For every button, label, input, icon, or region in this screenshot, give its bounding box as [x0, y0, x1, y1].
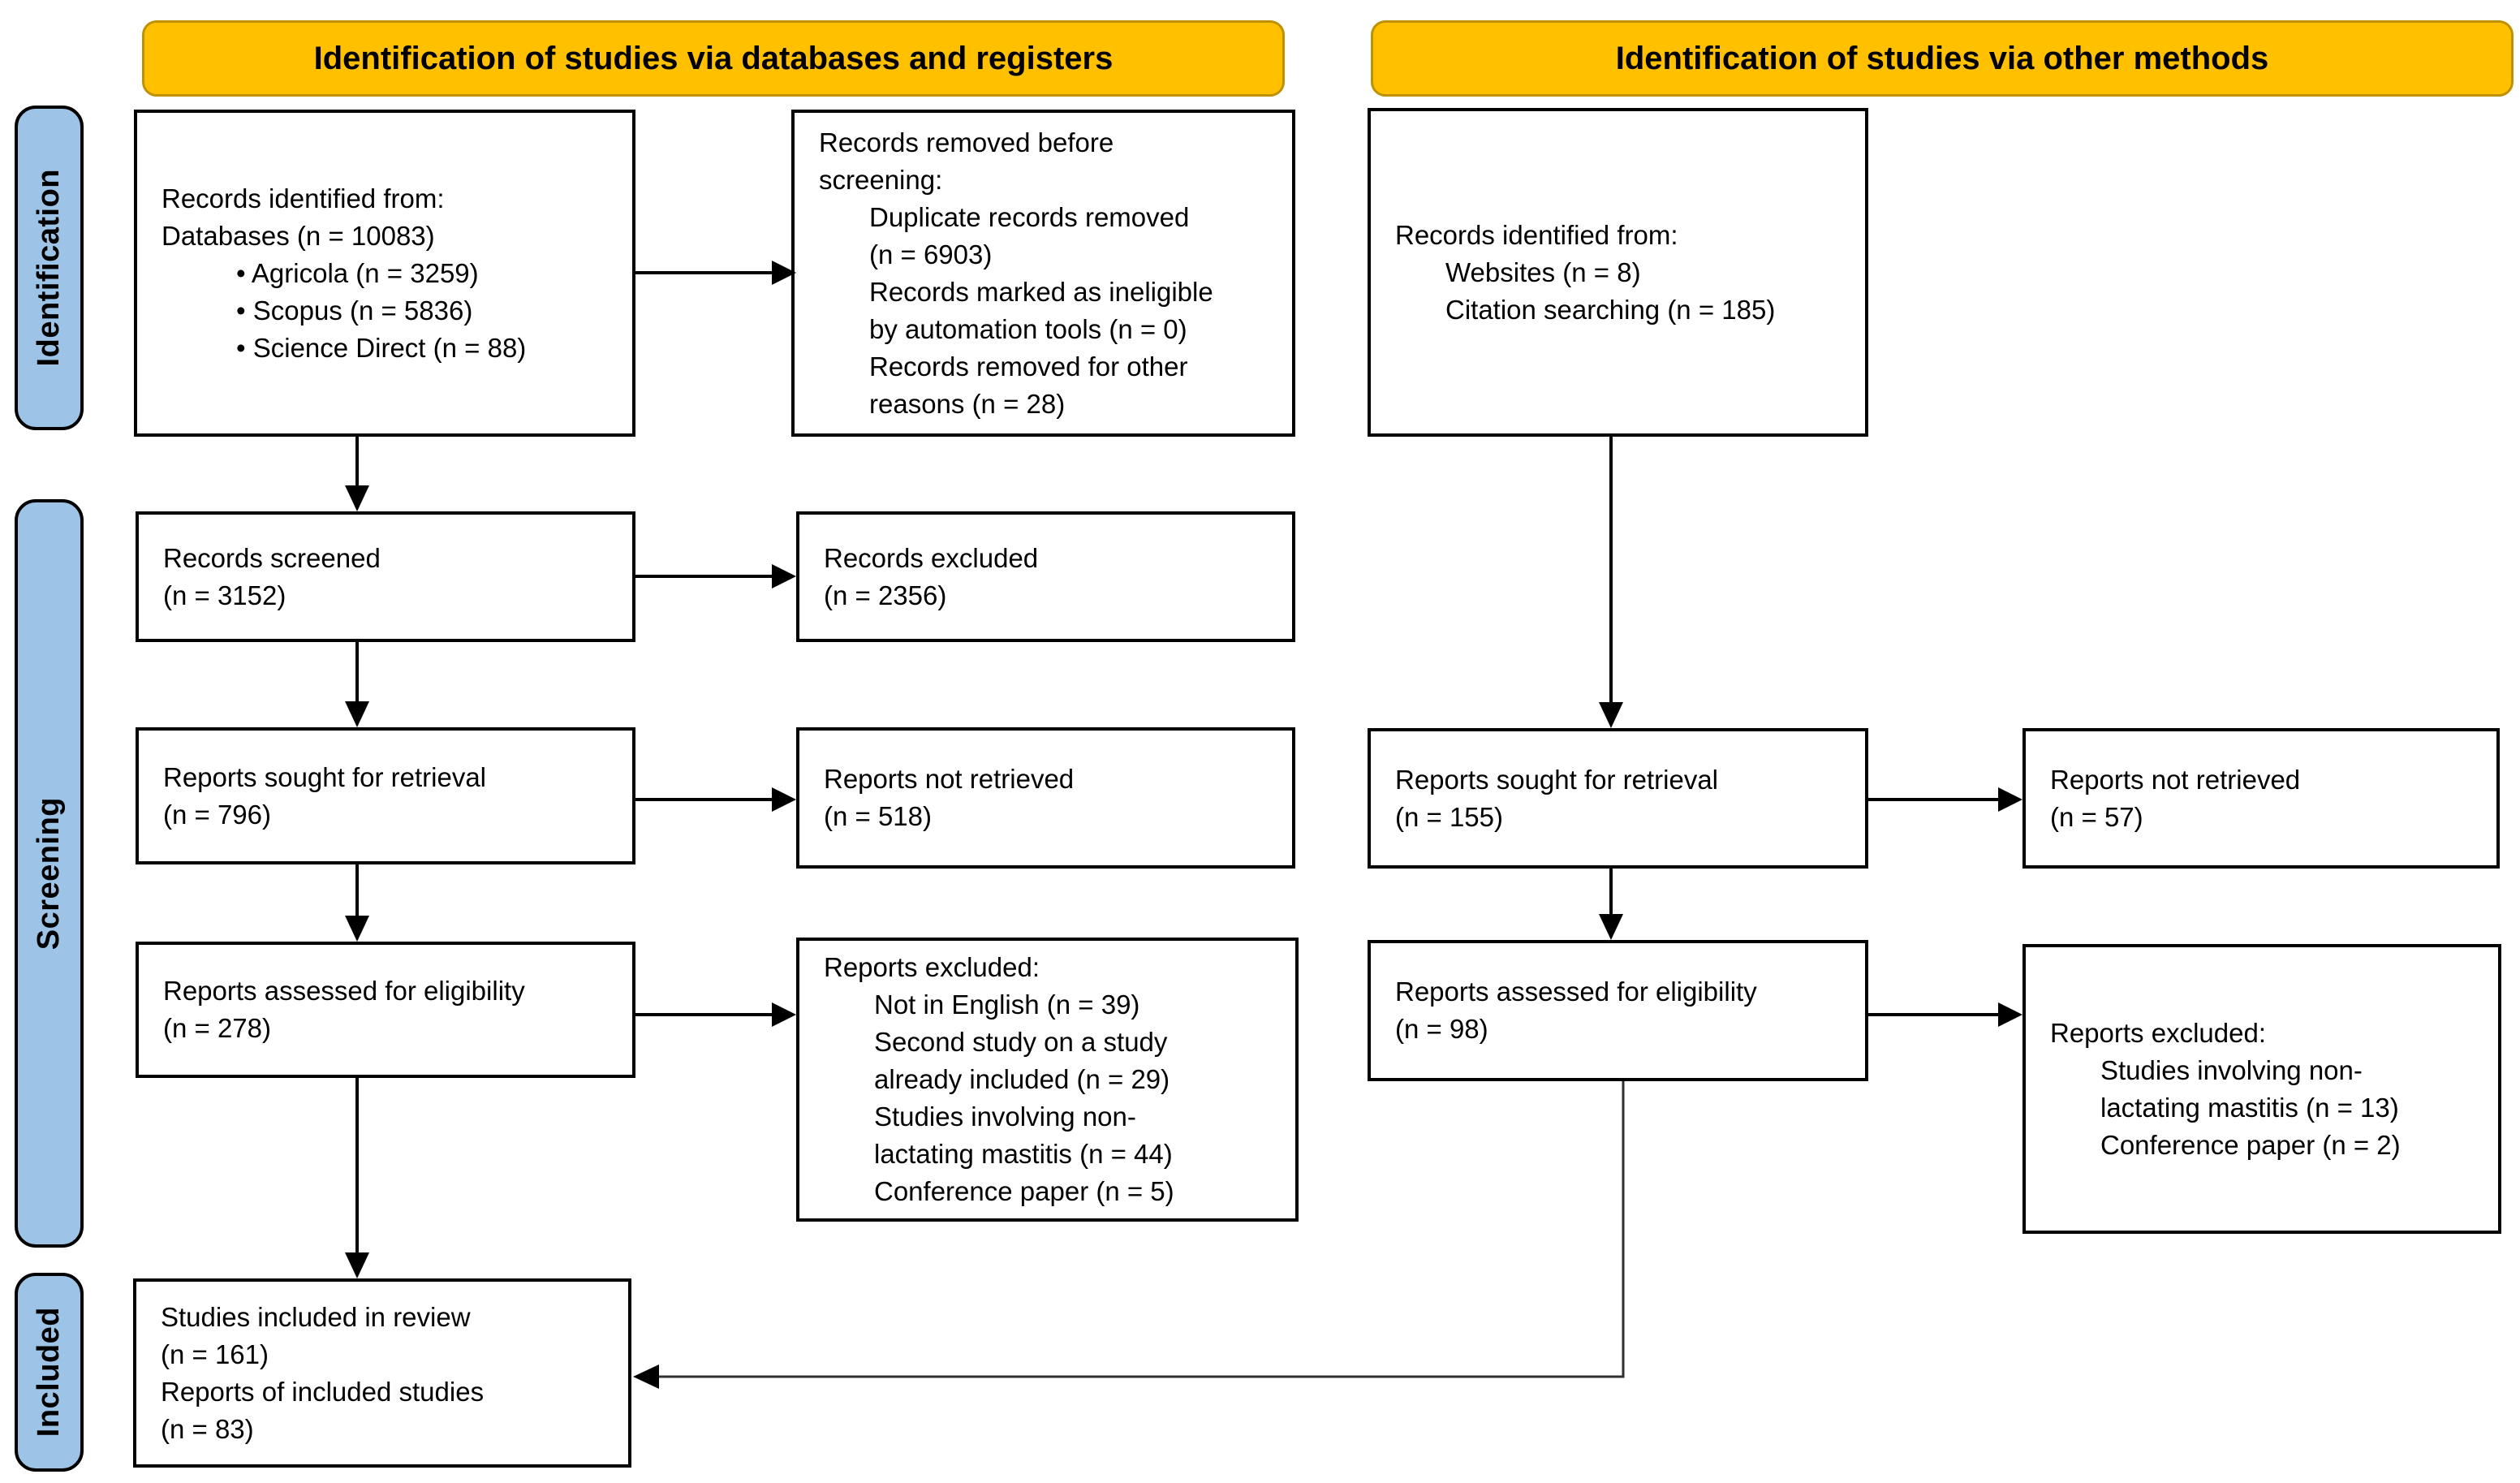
flow-box-records-removed-before-screening: Records removed before screening: Duplicat… — [791, 110, 1295, 437]
arrowhead — [1998, 1002, 2022, 1027]
flow-box-reports-excluded: Reports excluded: Not in English (n = 39)… — [796, 938, 1299, 1222]
text-line: Conference paper (n = 5) — [874, 1176, 1174, 1206]
box-text: Records screened (n = 3152) — [163, 540, 618, 614]
text-line: Records removed before — [819, 127, 1114, 157]
text-line: Duplicate records removed — [869, 201, 1190, 232]
stage-bar-included: Included — [15, 1273, 84, 1472]
stage-bar-identification-label: Identification — [32, 169, 66, 367]
text-line: screening: — [819, 164, 943, 195]
arrowhead — [345, 485, 369, 511]
text-line: Reports assessed for eligibility — [1395, 976, 1757, 1007]
stage-bar-identification: Identification — [15, 106, 84, 430]
text-line: Records marked as ineligible — [869, 276, 1213, 307]
text-line: (n = 83) — [161, 1413, 254, 1444]
box-text: Reports excluded: Not in English (n = 39)… — [824, 949, 1281, 1210]
flow-box-records-excluded: Records excluded (n = 2356) — [796, 511, 1295, 642]
box-text: Reports assessed for eligibility (n = 278… — [163, 972, 618, 1047]
text-line: Reports not retrieved — [2050, 764, 2301, 795]
box-text: Studies included in review (n = 161) Repor… — [161, 1299, 614, 1448]
text-line: Records screened — [163, 542, 381, 573]
box-text: Records excluded (n = 2356) — [824, 540, 1277, 614]
box-text: Records removed before screening: Duplicat… — [819, 124, 1277, 423]
text-line: • Science Direct (n = 88) — [236, 332, 527, 363]
text-line: Records identified from: — [1395, 219, 1678, 250]
box-text: Reports not retrieved (n = 57) — [2050, 761, 2482, 836]
stage-bar-screening-label: Screening — [32, 796, 66, 951]
text-line: Reports assessed for eligibility — [163, 976, 525, 1006]
text-line: already included (n = 29) — [874, 1064, 1170, 1094]
arrowhead — [345, 701, 369, 727]
text-line: (n = 518) — [824, 801, 932, 831]
arrowhead — [345, 916, 369, 942]
text-line: by automation tools (n = 0) — [869, 313, 1187, 344]
text-line: reasons (n = 28) — [869, 388, 1066, 419]
header-banner-databases-label: Identification of studies via databases … — [313, 40, 1114, 76]
flow-box-records-identified-other: Records identified from: Websites (n = 8)… — [1368, 108, 1868, 437]
text-line: Reports sought for retrieval — [163, 761, 487, 792]
arrowhead — [1599, 914, 1623, 940]
text-line: (n = 161) — [161, 1339, 269, 1369]
text-line: (n = 155) — [1395, 801, 1503, 832]
text-line: Not in English (n = 39) — [874, 989, 1140, 1020]
text-line: Second study on a study — [874, 1027, 1168, 1057]
text-line: Reports sought for retrieval — [1395, 764, 1719, 795]
text-line: (n = 796) — [163, 799, 271, 830]
flow-box-records-screened: Records screened (n = 3152) — [136, 511, 635, 642]
text-line: Studies involving non- — [2100, 1054, 2363, 1085]
arrowhead — [1599, 702, 1623, 728]
text-line: Studies included in review — [161, 1301, 471, 1332]
text-line: (n = 6903) — [869, 239, 993, 269]
header-banner-other-methods: Identification of studies via other meth… — [1371, 20, 2514, 97]
flow-box-reports-assessed: Reports assessed for eligibility (n = 278… — [136, 942, 635, 1078]
flow-box-records-identified-databases: Records identified from: Databases (n = 1… — [134, 110, 635, 437]
stage-bar-included-label: Included — [32, 1307, 66, 1438]
flow-box-studies-included: Studies included in review (n = 161) Repor… — [133, 1278, 631, 1468]
text-line: lactating mastitis (n = 13) — [2100, 1092, 2399, 1123]
arrowhead — [1998, 787, 2022, 812]
text-line: (n = 278) — [163, 1013, 271, 1043]
text-line: Reports excluded: — [2050, 1017, 2266, 1048]
box-text: Reports assessed for eligibility (n = 98) — [1395, 973, 1850, 1048]
text-line: Records removed for other — [869, 351, 1188, 382]
box-text: Reports not retrieved (n = 518) — [824, 761, 1277, 835]
text-line: • Agricola (n = 3259) — [236, 257, 479, 288]
flow-box-reports-sought-other: Reports sought for retrieval (n = 155) — [1368, 728, 1868, 869]
text-line: Websites (n = 8) — [1445, 257, 1641, 287]
arrowhead — [772, 1002, 796, 1027]
text-line: Citation searching (n = 185) — [1445, 294, 1776, 325]
text-line: (n = 3152) — [163, 580, 286, 610]
text-line: Reports of included studies — [161, 1376, 485, 1407]
flow-box-reports-not-retrieved-other: Reports not retrieved (n = 57) — [2022, 728, 2500, 869]
box-text: Records identified from: Websites (n = 8)… — [1395, 217, 1850, 329]
text-line: lactating mastitis (n = 44) — [874, 1139, 1173, 1169]
text-line: Databases (n = 10083) — [162, 220, 435, 251]
flow-box-reports-assessed-other: Reports assessed for eligibility (n = 98) — [1368, 940, 1868, 1081]
box-text: Records identified from: Databases (n = 1… — [162, 180, 618, 367]
text-line: • Scopus (n = 5836) — [236, 295, 473, 325]
stage-bar-screening: Screening — [15, 499, 84, 1248]
text-line: Records excluded — [824, 542, 1039, 573]
box-text: Reports excluded: Studies involving non-l… — [2050, 1015, 2483, 1164]
flow-box-reports-not-retrieved: Reports not retrieved (n = 518) — [796, 727, 1295, 869]
text-line: Studies involving non- — [874, 1101, 1136, 1132]
text-line: (n = 2356) — [824, 580, 947, 610]
header-banner-databases: Identification of studies via databases … — [142, 20, 1285, 97]
arrowhead — [772, 787, 796, 812]
text-line: Conference paper (n = 2) — [2100, 1129, 2401, 1160]
arrowhead — [633, 1364, 659, 1389]
box-text: Reports sought for retrieval (n = 155) — [1395, 761, 1850, 836]
header-banner-other-methods-label: Identification of studies via other meth… — [1615, 40, 2269, 76]
box-text: Reports sought for retrieval (n = 796) — [163, 759, 618, 834]
flow-box-reports-sought: Reports sought for retrieval (n = 796) — [136, 727, 635, 864]
text-line: Reports not retrieved — [824, 764, 1075, 794]
arrowhead — [345, 1252, 369, 1278]
flow-box-reports-excluded-other: Reports excluded: Studies involving non-l… — [2022, 944, 2501, 1234]
text-line: (n = 98) — [1395, 1014, 1488, 1044]
arrowhead — [772, 564, 796, 588]
text-line: Records identified from: — [162, 183, 445, 213]
text-line: (n = 57) — [2050, 801, 2143, 832]
text-line: Reports excluded: — [824, 952, 1040, 982]
